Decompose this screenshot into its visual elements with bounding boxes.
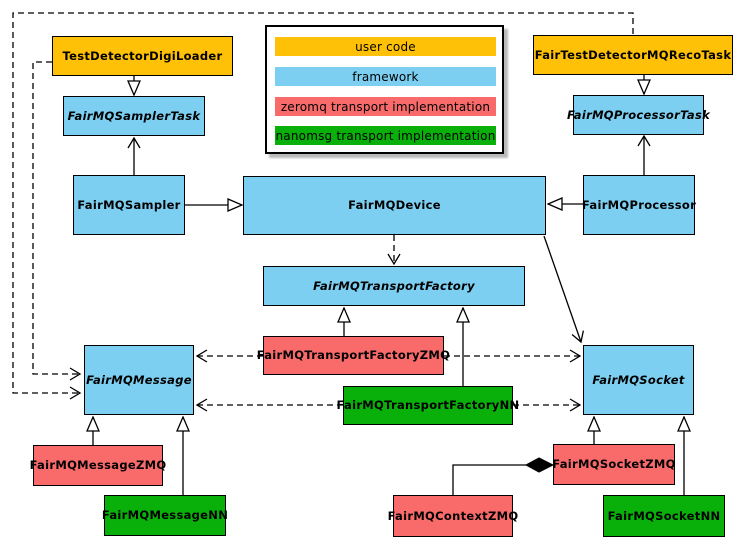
node-fairmqdevice: FairMQDevice	[243, 176, 546, 235]
node-fairmqmessage: FairMQMessage	[84, 345, 194, 415]
node-fairmqtransportfactory: FairMQTransportFactory	[263, 266, 525, 306]
node-fairmqsamplertask: FairMQSamplerTask	[63, 96, 205, 136]
legend-item-user-code: user code	[275, 37, 496, 56]
legend-item-nanomsg: nanomsg transport implementation	[275, 126, 496, 145]
node-fairmqmessagezmq: FairMQMessageZMQ	[30, 445, 166, 486]
legend-item-framework: framework	[275, 67, 496, 86]
edge-contextzmq-socketzmq	[452, 464, 526, 495]
node-fairmqmessagenn: FairMQMessageNN	[102, 495, 228, 536]
node-testdetectordigiloader: TestDetectorDigiLoader	[52, 36, 233, 76]
node-fairmqsocketnn: FairMQSocketNN	[603, 495, 725, 537]
node-fairmqsocketzmq: FairMQSocketZMQ	[552, 444, 675, 485]
node-fairmqsampler: FairMQSampler	[73, 175, 185, 235]
node-fairmqtransportfactorynn: FairMQTransportFactoryNN	[337, 386, 519, 425]
node-fairmqprocessortask: FairMQProcessorTask	[567, 95, 710, 135]
legend-item-zeromq: zeromq transport implementation	[275, 97, 496, 116]
edge-device-socket	[543, 235, 585, 344]
composition-diamond-icon	[524, 457, 555, 473]
node-fairmqcontextzmq: FairMQContextZMQ	[388, 495, 518, 537]
node-fairtestdetectormqrecotask: FairTestDetectorMQRecoTask	[533, 35, 733, 75]
node-fairmqprocessor: FairMQProcessor	[582, 175, 696, 235]
node-fairmqsocket: FairMQSocket	[583, 345, 694, 415]
legend: user code framework zeromq transport imp…	[265, 25, 504, 154]
node-fairmqtransportfactoryzmq: FairMQTransportFactoryZMQ	[257, 336, 450, 375]
